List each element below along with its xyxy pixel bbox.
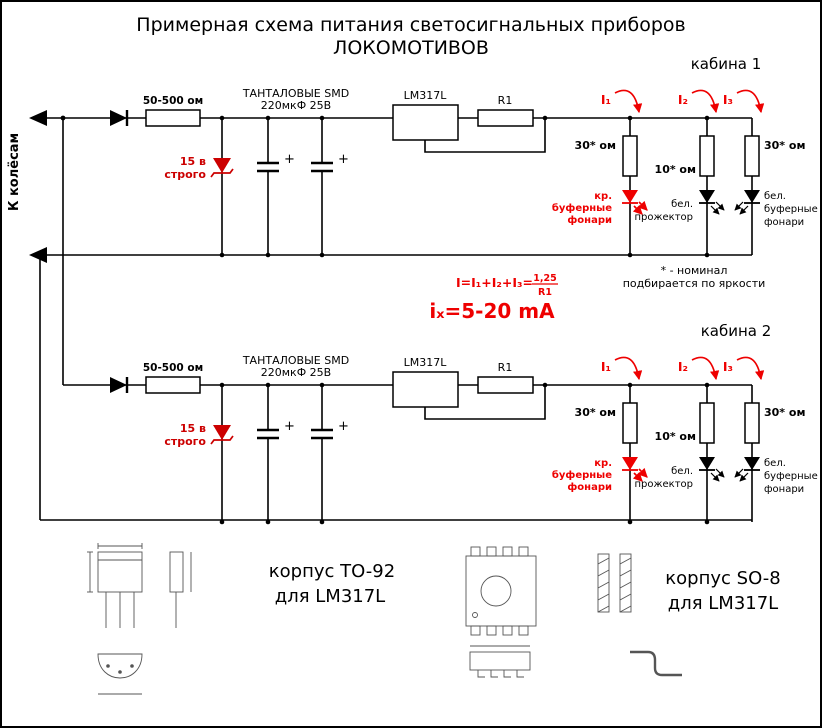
caps-label-line2: 220мкФ 25В [261,99,331,112]
so8-caption-line1: корпус SO-8 [665,568,780,589]
current-arrow-3 [736,89,765,114]
current-formula: I=I₁+I₂+I₃= 1,25 R1 [456,273,558,298]
branch3-led-label-line1: бел. [764,191,786,202]
regulator-label: LM317L [404,89,448,102]
cap2-plus-sign: + [338,152,349,167]
page-title-line1: Примерная схема питания светосигнальных … [136,14,685,36]
led-white-headlight [699,190,725,215]
adj-feedback-wire [424,118,546,153]
formula-lhs: I=I₁+I₂+I₃= [456,275,533,290]
led-branch-white-headlight [699,115,725,258]
branch3-led-label-line3: фонари [764,217,804,228]
branch2-resistor-label: 10* ом [655,163,696,176]
capacitor-1 [257,115,279,258]
wheel-arrow-top [29,110,47,126]
brightness-note-line2: подбирается по яркости [623,277,766,290]
to92-caption-line1: корпус TO-92 [269,561,395,582]
current-label-3: I₃ [723,92,733,107]
cabin1-label: кабина 1 [691,55,762,73]
r1-resistor [477,109,534,127]
branch1-led-label-line3: фонари [567,214,612,226]
branch3-resistor-label: 30* ом [764,139,805,152]
so8-caption-line2: для LM317L [668,593,778,614]
branch1-resistor [622,135,638,177]
wheels-label: К колёсам [7,133,22,211]
brightness-note-line1: * - номинал [661,264,728,277]
branch2-led-label-line1: бел. [671,199,693,210]
current-arrow-2 [691,89,720,114]
input-resistor-label: 50-500 ом [143,95,203,107]
branch1-led-label-line2: буферные [552,202,612,214]
circuit-cabin1: 50-500 ом 15 в строго + [110,87,818,258]
to92-caption-line2: для LM317L [275,586,385,607]
led-white-buffer [734,190,760,215]
zener-label-line2: строго [164,168,206,181]
capacitor-2 [311,115,333,258]
diode [110,110,129,126]
branch2-led-label-line2: прожектор [635,212,694,223]
led-branch-red-buffer [622,115,648,258]
branch3-resistor [744,135,760,177]
page-title-line2: ЛОКОМОТИВОВ [333,37,489,59]
led-branch-white-buffer [734,118,760,255]
branch1-led-label-line1: кр. [594,191,612,202]
current-label-1: I₁ [601,92,611,107]
current-arrow-1 [614,89,643,114]
branch1-resistor-label: 30* ом [575,139,616,152]
to92-drawing [87,543,192,695]
zener-diode [210,115,234,258]
led-red [622,190,648,215]
branch2-resistor [699,135,715,177]
regulator-body [392,104,459,141]
zener-label-line1: 15 в [180,155,206,168]
formula-denominator: R1 [538,287,552,298]
supply-rails [29,110,752,521]
r1-label: R1 [498,94,513,107]
formula-numerator: 1,25 [533,273,556,284]
cabin2-label: кабина 2 [701,322,772,340]
circuit-cabin2 [110,354,818,524]
current-label-2: I₂ [678,92,688,107]
so8-drawing [465,546,682,678]
caps-label-line1: ТАНТАЛОВЫЕ SMD [242,87,349,100]
branch3-led-label-line2: буферные [764,204,818,215]
input-resistor [145,109,201,127]
current-range-note: iₓ=5-20 mA [429,299,555,323]
cap1-plus-sign: + [284,152,295,167]
